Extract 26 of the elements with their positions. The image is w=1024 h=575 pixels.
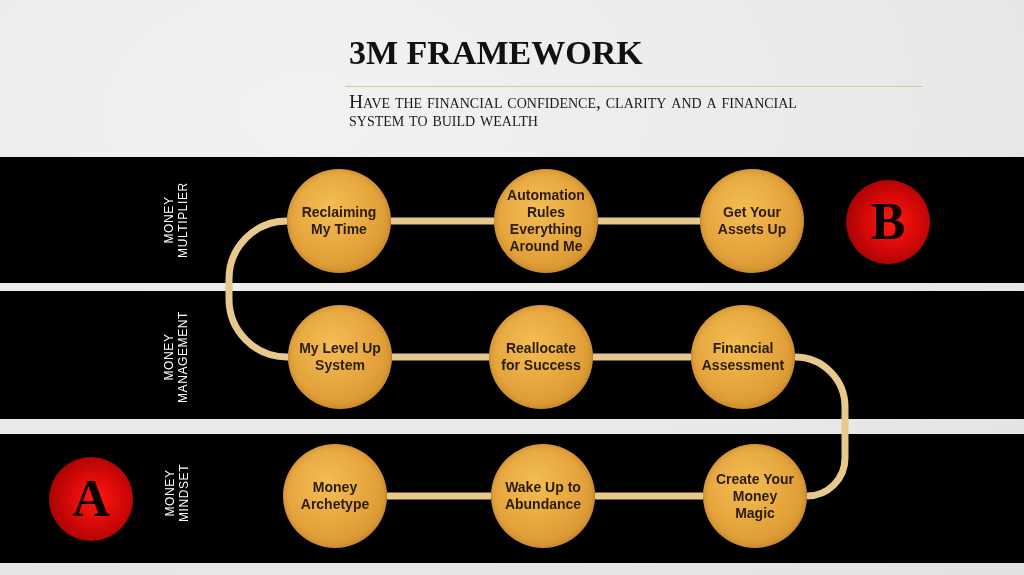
connector-line	[225, 217, 291, 361]
step-label: Wake Up to Abundance	[503, 479, 583, 513]
row-band	[0, 157, 1024, 283]
milestone-letter: B	[870, 196, 906, 248]
subtitle: Have the financial confidence, clarity and a financial system to build wealth	[349, 93, 798, 129]
connector-line	[391, 217, 494, 225]
connector-line	[392, 353, 489, 361]
row-label: MONEY MINDSET	[163, 462, 191, 525]
connector-line	[598, 217, 700, 225]
row-band	[0, 291, 1024, 419]
step-label: Create Your Money Magic	[714, 470, 796, 522]
connector-line	[387, 492, 491, 500]
step-label: My Level Up System	[298, 340, 382, 374]
step-label: Reclaiming My Time	[300, 204, 378, 238]
step-label: Automation Rules Everything Around Me	[506, 187, 586, 255]
step-label: Money Archetype	[299, 479, 371, 513]
row-label: MONEY MULTIPLIER	[162, 181, 190, 260]
row-label: MONEY MANAGEMENT	[162, 310, 190, 405]
step-label: Financial Assessment	[700, 340, 786, 374]
connector-line	[595, 492, 703, 500]
connector-line	[593, 353, 691, 361]
step-label: Get Your Assets Up	[716, 204, 788, 238]
milestone-letter: A	[72, 473, 110, 525]
step-label: Reallocate for Success	[500, 340, 582, 374]
title: 3M FRAMEWORK	[349, 33, 643, 73]
row-band	[0, 434, 1024, 563]
